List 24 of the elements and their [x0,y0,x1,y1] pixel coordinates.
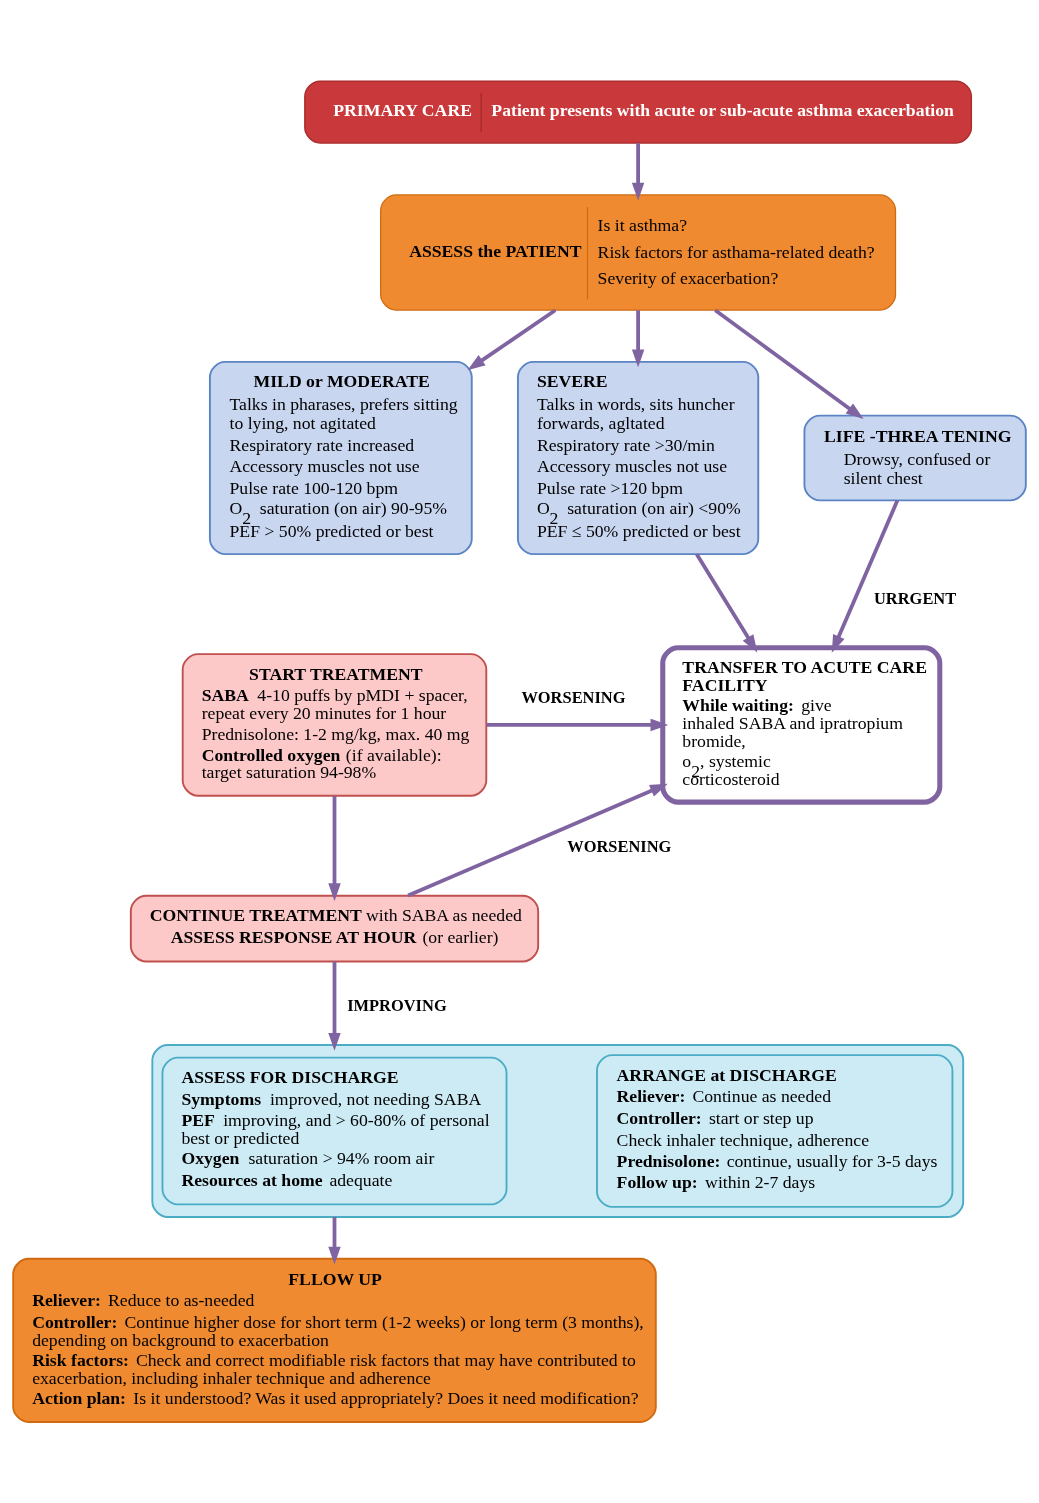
edge-label: WORSENING [521,687,626,707]
arrow [486,718,669,732]
edge-label: WORSENING [567,836,672,856]
node-box: START TREATMENT SABA 4-10 puffs by pMDI + spacer, repeat every 20 minutes for 1 hour Prednisolone: 1-2 mg/kg, max. 40 mg Controlled oxygen (if available): target saturation 94-98% [181,653,488,797]
node-box: LIFE -THREA TENING Drowsy, confused or silent chest [803,414,1027,502]
node-box: ASSESS the PATIENT Is it asthma? Risk factors for asthama-related death? Severity of exacerbation? [380,194,897,311]
arrow [631,143,645,201]
edge-label: IMPROVING [347,996,447,1016]
node-box: PRIMARY CARE Patient presents with acute or sub-acute asthma exacerbation [304,80,973,144]
arrow [695,553,758,653]
node-box: FLLOW UP Reliever: Reduce to as-needed Controller: Continue higher dose for short term (1-2 weeks) or long term (3 months), depending on background to exacerbation Risk factors: Check and correct modifiable risk factors that may have contributed to exacerbation, including inhaler technique and adherence Action plan: Is it understood? Was it used appropriately? Does it need modification? [12,1257,657,1423]
arrow [631,310,645,368]
arrow [328,796,341,902]
node-box: CONTINUE TREATMENT with SABA as needed ASSESS RESPONSE AT HOUR (or earlier) [129,894,540,963]
arrow [831,499,900,653]
arrow [714,308,864,419]
arrow [407,783,668,898]
cluster [151,1044,965,1218]
arrow [467,308,557,371]
arrow [328,961,341,1051]
node-box: ARRANGE at DISCHARGE Reliever: Continue as needed Controller: start or step up Check inhaler technique, adherence Prednisolone: continue, usually for 3-5 days Follow up: within 2-7 days [596,1054,954,1208]
arrow [328,1217,341,1265]
edge-label: URRGENT [874,589,957,608]
node-box: ASSESS FOR DISCHARGE Symptoms improved, not needing SABA PEF improving, and > 60-80% of personal best or predicted Oxygen saturation > 94% room air Resources at home adequate [161,1056,508,1206]
